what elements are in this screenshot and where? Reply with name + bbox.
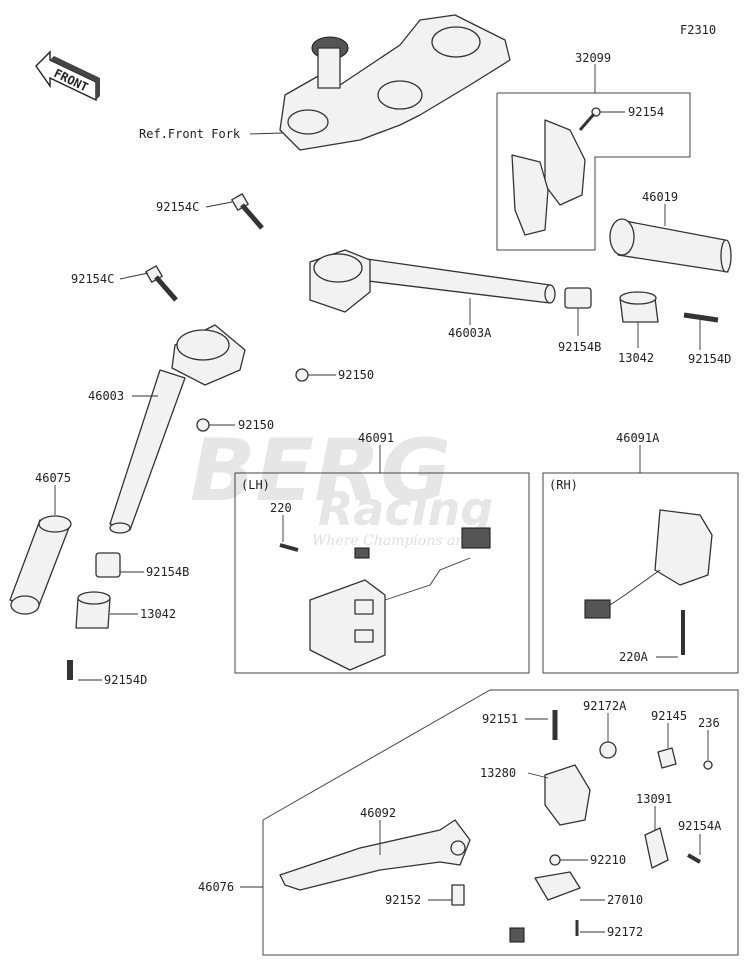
throttle-housing [511,119,586,236]
label-220A: 220A [619,650,649,664]
label-46091A: 46091A [616,431,660,445]
label-92150-lower: 92150 [238,418,274,432]
upper-triple-clamp [279,14,511,151]
bolt-92150-lower [196,418,210,432]
right-grip [609,218,732,273]
rh-switch [584,509,713,655]
label-46075: 46075 [35,471,71,485]
left-bar-end-parts [67,552,121,680]
label-27010: 27010 [607,893,643,907]
bolt-92154C-lower [145,265,178,302]
label-92145: 92145 [651,709,687,723]
group-frames [234,92,739,956]
label-92150-upper: 92150 [338,368,374,382]
figure-code: F2310 [680,23,716,37]
label-46019: 46019 [642,190,678,204]
right-handlebar [309,249,556,313]
watermark-tagline: Where Champions are [312,533,470,549]
label-92210: 92210 [590,853,626,867]
bolt-92154-top [578,107,601,131]
watermark-sub: Racing [318,482,493,536]
label-220: 220 [270,501,292,515]
label-92154B-left: 92154B [146,565,189,579]
label-92154-top: 92154 [628,105,664,119]
label-92152: 92152 [385,893,421,907]
front-arrow: FRONT [35,50,100,102]
label-46003: 46003 [88,389,124,403]
label-92154D-right: 92154D [688,352,731,366]
label-lh: (LH) [241,478,270,492]
right-bar-end-parts [564,287,719,323]
watermark: BERG Racing Where Champions are [190,421,493,549]
label-92154C-lower: 92154C [71,272,114,286]
part-labels: Ref.Front Fork 32099 92154 46019 92154C … [35,51,731,939]
label-ref-front-fork: Ref.Front Fork [139,127,241,141]
bolt-92154C-upper [231,193,264,230]
leader-lines [54,64,709,933]
label-92151: 92151 [482,712,518,726]
lh-switch [279,527,491,671]
label-13280: 13280 [480,766,516,780]
label-92154A: 92154A [678,819,722,833]
label-92154B-right: 92154B [558,340,601,354]
lever-assembly [279,710,713,943]
label-46076: 46076 [198,880,234,894]
label-13042-left: 13042 [140,607,176,621]
left-handlebar [109,324,246,534]
label-236: 236 [698,716,720,730]
watermark-brand: BERG [190,421,451,521]
label-92154C-upper: 92154C [156,200,199,214]
left-grip [9,515,72,615]
label-92172: 92172 [607,925,643,939]
label-rh: (RH) [549,478,578,492]
label-32099: 32099 [575,51,611,65]
bolt-92150-upper [295,368,309,382]
label-92172A: 92172A [583,699,627,713]
label-13042-right: 13042 [618,351,654,365]
label-92154D-left: 92154D [104,673,147,687]
label-13091: 13091 [636,792,672,806]
label-46092: 46092 [360,806,396,820]
label-46091: 46091 [358,431,394,445]
label-46003A: 46003A [448,326,492,340]
